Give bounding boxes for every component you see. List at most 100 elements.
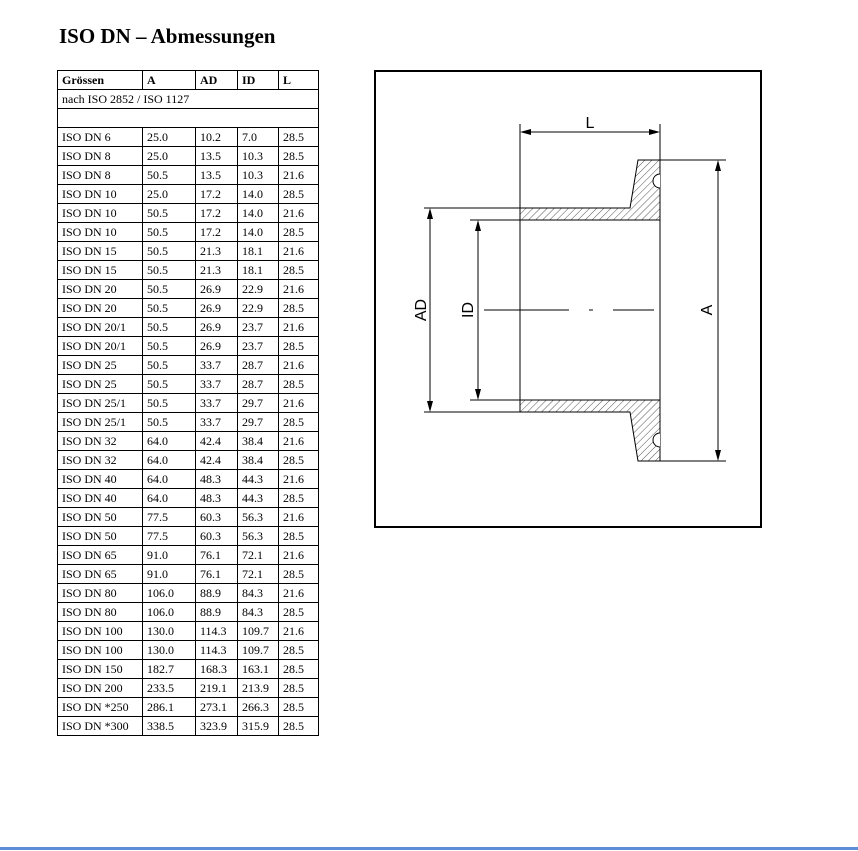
spacer-row [57, 108, 319, 128]
ad-cell: 17.2 [195, 222, 238, 242]
size-cell: ISO DN 40 [57, 469, 143, 489]
id-cell: 56.3 [237, 526, 279, 546]
ad-cell: 33.7 [195, 374, 238, 394]
empty-cell [57, 108, 319, 128]
l-cell: 28.5 [278, 222, 319, 242]
id-cell: 84.3 [237, 583, 279, 603]
size-cell: ISO DN 20/1 [57, 336, 143, 356]
label-ad: AD [413, 299, 430, 321]
id-cell: 44.3 [237, 469, 279, 489]
l-cell: 21.6 [278, 165, 319, 185]
ad-cell: 88.9 [195, 602, 238, 622]
a-cell: 50.5 [142, 222, 196, 242]
id-cell: 22.9 [237, 298, 279, 318]
l-cell: 28.5 [278, 678, 319, 698]
size-cell: ISO DN 65 [57, 564, 143, 584]
header-l: L [278, 70, 319, 90]
a-cell: 64.0 [142, 450, 196, 470]
id-cell: 163.1 [237, 659, 279, 679]
flange-cross-section-svg: L A AD ID [374, 70, 762, 528]
standard-note-row: nach ISO 2852 / ISO 1127 [57, 89, 319, 109]
table-header-row: Grössen A AD ID L [57, 70, 319, 90]
l-cell: 28.5 [278, 336, 319, 356]
ad-cell: 76.1 [195, 564, 238, 584]
l-cell: 21.6 [278, 545, 319, 565]
l-cell: 28.5 [278, 697, 319, 717]
a-cell: 77.5 [142, 507, 196, 527]
id-cell: 10.3 [237, 146, 279, 166]
ad-cell: 48.3 [195, 488, 238, 508]
a-cell: 50.5 [142, 374, 196, 394]
a-cell: 50.5 [142, 260, 196, 280]
a-cell: 182.7 [142, 659, 196, 679]
id-cell: 72.1 [237, 564, 279, 584]
size-cell: ISO DN 65 [57, 545, 143, 565]
size-cell: ISO DN 15 [57, 260, 143, 280]
id-cell: 14.0 [237, 203, 279, 223]
size-cell: ISO DN *300 [57, 716, 143, 736]
size-cell: ISO DN 10 [57, 203, 143, 223]
ad-cell: 273.1 [195, 697, 238, 717]
ad-cell: 88.9 [195, 583, 238, 603]
a-cell: 106.0 [142, 602, 196, 622]
l-cell: 28.5 [278, 374, 319, 394]
l-cell: 28.5 [278, 260, 319, 280]
l-cell: 21.6 [278, 203, 319, 223]
size-cell: ISO DN 20 [57, 298, 143, 318]
a-cell: 50.5 [142, 298, 196, 318]
page-title: ISO DN – Abmessungen [59, 24, 276, 48]
id-cell: 109.7 [237, 640, 279, 660]
size-cell: ISO DN 150 [57, 659, 143, 679]
ad-cell: 17.2 [195, 184, 238, 204]
size-cell: ISO DN 25 [57, 374, 143, 394]
ad-cell: 26.9 [195, 279, 238, 299]
a-cell: 25.0 [142, 146, 196, 166]
id-cell: 23.7 [237, 336, 279, 356]
size-cell: ISO DN 40 [57, 488, 143, 508]
a-cell: 50.5 [142, 241, 196, 261]
a-cell: 50.5 [142, 412, 196, 432]
a-cell: 130.0 [142, 640, 196, 660]
id-cell: 14.0 [237, 222, 279, 242]
l-cell: 28.5 [278, 184, 319, 204]
a-cell: 233.5 [142, 678, 196, 698]
l-cell: 21.6 [278, 241, 319, 261]
ad-cell: 26.9 [195, 336, 238, 356]
header-ad: AD [195, 70, 238, 90]
l-cell: 28.5 [278, 526, 319, 546]
standard-note: nach ISO 2852 / ISO 1127 [57, 89, 319, 109]
size-cell: ISO DN 25/1 [57, 393, 143, 413]
l-cell: 28.5 [278, 564, 319, 584]
a-cell: 25.0 [142, 127, 196, 147]
size-cell: ISO DN 20/1 [57, 317, 143, 337]
id-cell: 7.0 [237, 127, 279, 147]
size-cell: ISO DN 25 [57, 355, 143, 375]
ad-cell: 21.3 [195, 241, 238, 261]
a-cell: 91.0 [142, 545, 196, 565]
id-cell: 213.9 [237, 678, 279, 698]
a-cell: 64.0 [142, 488, 196, 508]
footer-divider [0, 847, 858, 850]
a-cell: 50.5 [142, 336, 196, 356]
size-cell: ISO DN 8 [57, 165, 143, 185]
l-cell: 21.6 [278, 317, 319, 337]
ad-cell: 13.5 [195, 165, 238, 185]
a-cell: 286.1 [142, 697, 196, 717]
